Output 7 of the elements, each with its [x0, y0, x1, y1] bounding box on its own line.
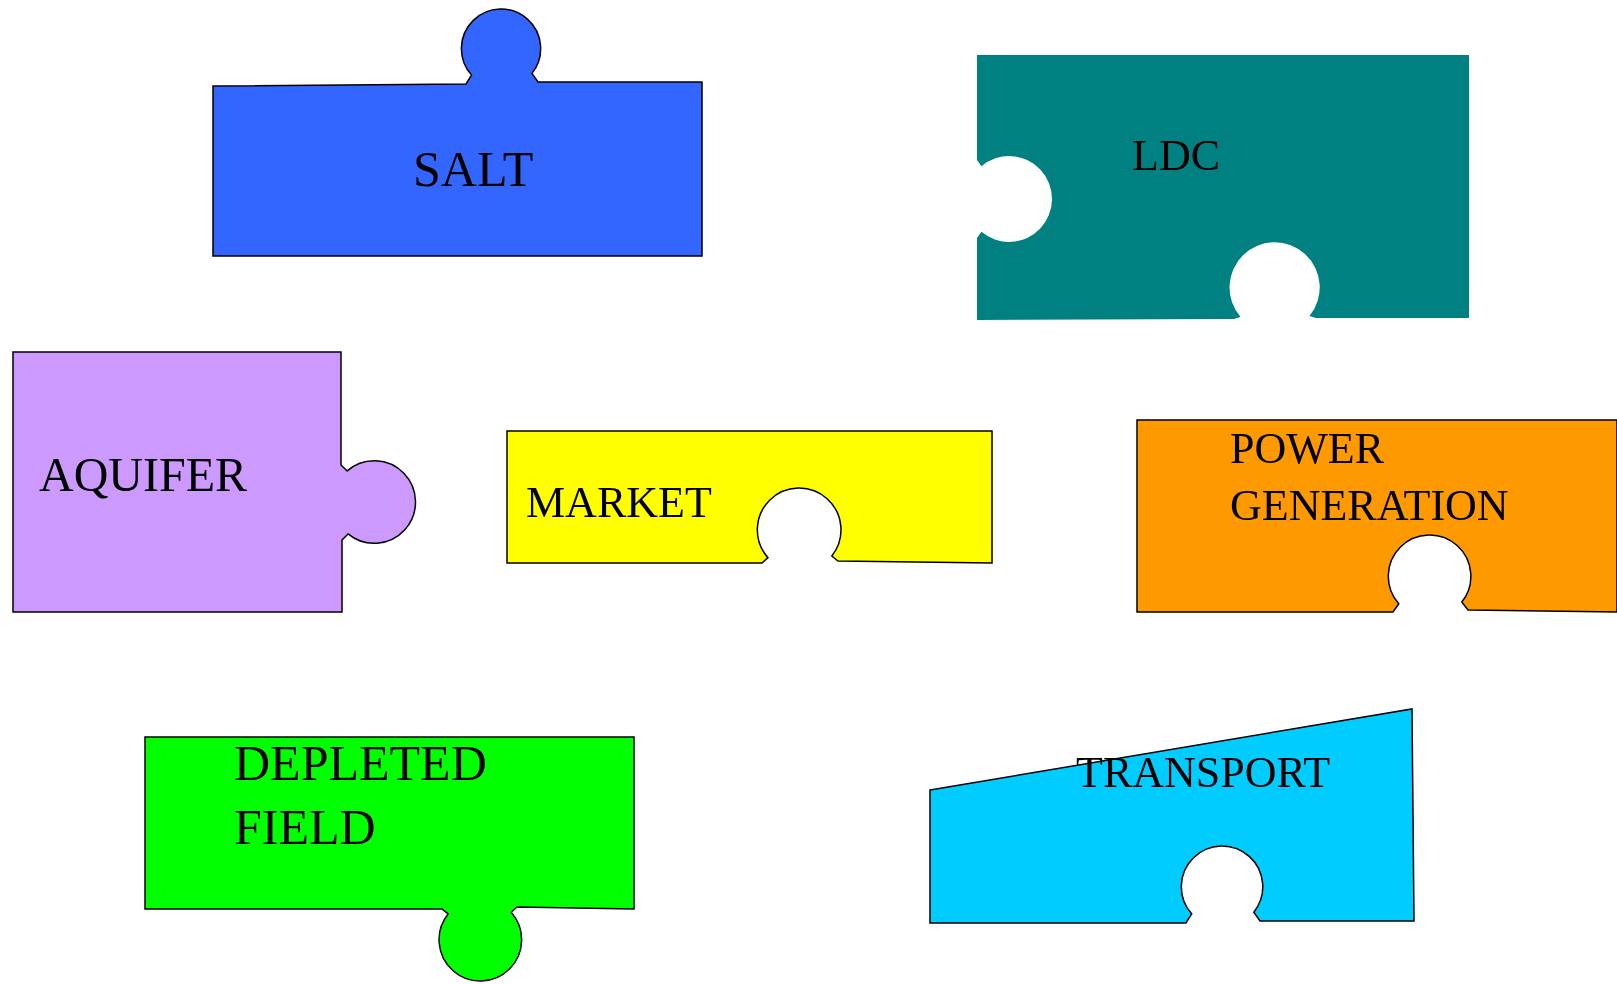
piece-label: DEPLETED FIELD: [234, 734, 488, 857]
piece-label: TRANSPORT: [1076, 747, 1331, 799]
piece-label: MARKET: [526, 477, 712, 529]
piece-label: AQUIFER: [39, 447, 247, 503]
piece-label: SALT: [413, 140, 534, 199]
piece-label: POWER GENERATION: [1230, 423, 1510, 533]
piece-label: LDC: [1132, 130, 1220, 182]
